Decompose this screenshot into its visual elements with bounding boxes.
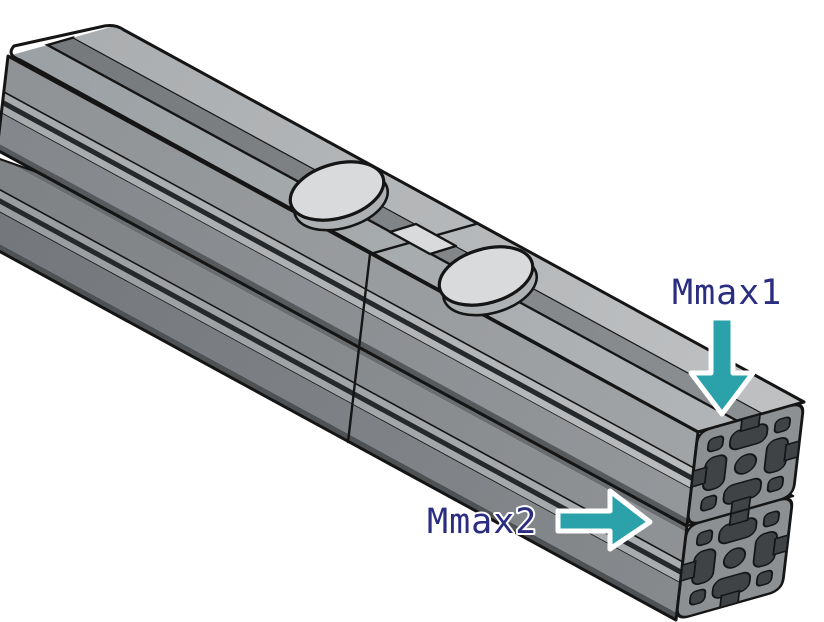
- upper-side-slot-gap: [1, 100, 694, 481]
- upper-side-upper-flat: [4, 56, 698, 468]
- fastener-disc-2: [437, 245, 535, 307]
- upper-side-lower-flat: [0, 113, 691, 519]
- upper-top-silhouette: [9, 24, 806, 434]
- mmax2-annotation: Mmax2: [425, 488, 653, 552]
- upper-top-back-ridge: [73, 26, 804, 414]
- mmax2-arrow-right-icon: [555, 488, 653, 552]
- mmax1-label: Mmax1: [672, 273, 782, 313]
- connector-plate: [388, 222, 458, 256]
- joint-line-upper-side: [357, 252, 372, 350]
- upper-top-front-ridge: [8, 45, 738, 432]
- fastener-disc-1: [288, 160, 386, 222]
- mmax1-annotation: Mmax1: [670, 271, 783, 417]
- lower-side-upper-flat: [0, 158, 686, 562]
- mmax1-arrow-down-icon: [688, 315, 756, 417]
- mmax2-label: Mmax2: [427, 502, 537, 542]
- butt-joint: [288, 160, 539, 444]
- lower-side-bottom-chamfer: [0, 244, 677, 620]
- lower-side-lower-flat: [0, 212, 680, 613]
- joint-line-lower-side: [346, 346, 361, 444]
- upper-side-bottom-chamfer: [0, 144, 688, 526]
